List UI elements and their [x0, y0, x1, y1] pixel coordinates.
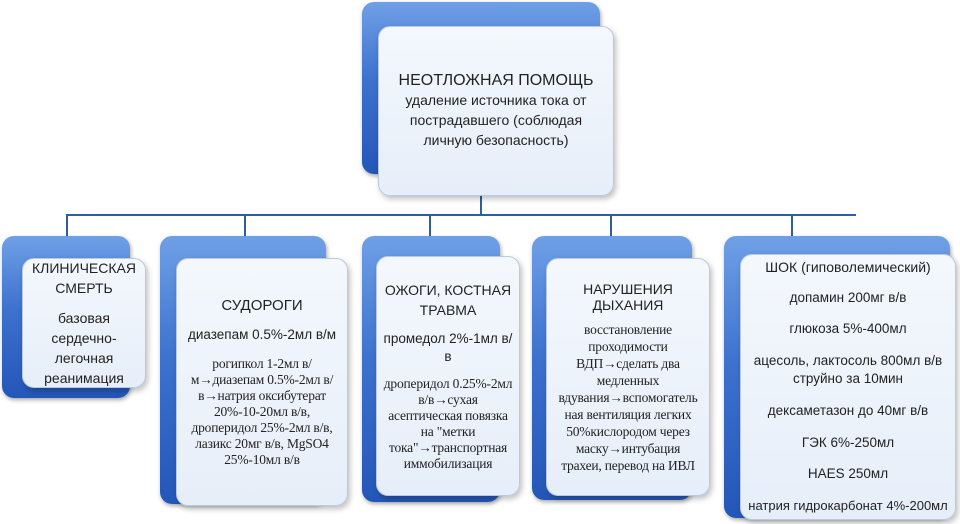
branch-5-item-4: дексаметазон до 40мг в/в: [767, 402, 929, 418]
branch-5-item-1: допамин 200мг в/в: [789, 289, 907, 305]
connector-branch-4: [610, 214, 612, 236]
branch-5-item-6: HAES 250мл: [807, 466, 889, 482]
branch-2-card: СУДОРОГИ диазепам 0.5%-2мл в/м рогипкол …: [176, 258, 348, 506]
connector-branch-3: [429, 214, 431, 236]
connector-bus: [66, 214, 856, 216]
root-node: НЕОТЛОЖНАЯ ПОМОЩЬ удаление источника ток…: [378, 26, 614, 196]
root-text: удаление источника тока от пострадавшего…: [405, 92, 587, 148]
branch-4-title: НАРУШЕНИЯ ДЫХАНИЯ: [583, 280, 673, 313]
branch-3-card: ОЖОГИ, КОСТНАЯ ТРАВМА промедол 2%-1мл в/…: [376, 256, 520, 496]
connector-root: [480, 190, 482, 216]
branch-1-card: КЛИНИЧЕСКАЯ СМЕРТЬ базовая сердечно-лего…: [22, 258, 146, 388]
branch-1-title: КЛИНИЧЕСКАЯ СМЕРТЬ: [32, 260, 136, 296]
branch-3-item-2: дроперидол 0.25%-2мл в/в→сухая асептичес…: [383, 376, 513, 471]
branch-2-item-2: рогипкол 1-2мл в/м→диазепам 0.5%-2мл в/в…: [190, 355, 334, 467]
connector-branch-2: [244, 214, 246, 236]
connector-branch-5: [791, 214, 793, 236]
branch-5-item-7: натрия гидрокарбонат 4%-200мл: [748, 497, 948, 513]
branch-4-card: НАРУШЕНИЯ ДЫХАНИЯ восстановление проходи…: [546, 258, 710, 496]
root-title: НЕОТЛОЖНАЯ ПОМОЩЬ: [398, 72, 594, 89]
branch-2-item-1: диазепам 0.5%-2мл в/м: [187, 326, 337, 342]
branch-3-item-1: промедол 2%-1мл в/в: [383, 331, 513, 364]
branch-5-card: ШОК (гиповолемический) допамин 200мг в/в…: [740, 254, 956, 520]
branch-4-item-1: восстановление проходимости ВДП→сделать …: [558, 321, 698, 473]
branch-5-item-5: ГЭК 6%-250мл: [801, 434, 895, 450]
branch-5-title: ШОК (гиповолемический): [765, 259, 931, 275]
branch-5-item-2: глюкоза 5%-400мл: [789, 321, 907, 337]
branch-5-item-3: ацесоль, лактосоль 800мл в/в струйно за …: [753, 353, 943, 387]
branch-2-title: СУДОРОГИ: [221, 296, 303, 314]
branch-1-item-1: базовая сердечно-легочная реанимация: [44, 310, 124, 386]
branch-3-title: ОЖОГИ, КОСТНАЯ ТРАВМА: [384, 282, 512, 318]
connector-branch-1: [66, 214, 68, 236]
